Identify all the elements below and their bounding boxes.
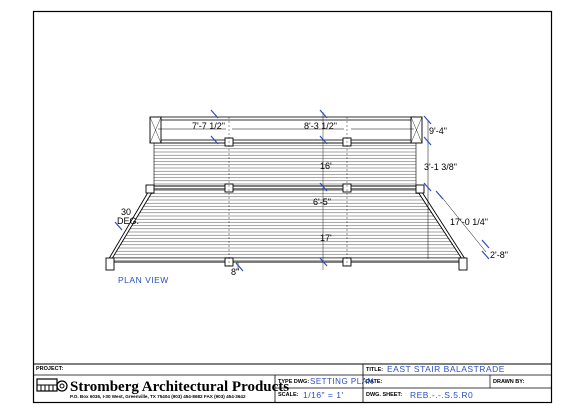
title-label: TITLE:: [366, 367, 383, 373]
dim-post-width: 8": [231, 267, 239, 277]
dim-left-top-width: 7'-7 1/2": [192, 121, 225, 131]
diag-post-left: [145, 184, 155, 194]
dim-right-end: 2'-8": [490, 250, 508, 260]
company-logo-icon: [36, 378, 68, 392]
project-label: PROJECT:: [36, 366, 63, 372]
dim-mid-top-width: 8'-3 1/2": [304, 121, 337, 131]
upper-hatched-bay: [153, 142, 417, 187]
drawn-by-label: DRAWN BY:: [493, 379, 525, 385]
date-label: DATE:: [366, 379, 383, 385]
dim-angle-value: 30: [121, 207, 131, 217]
scale-value: 1/16" = 1': [303, 390, 344, 400]
balustrade-plan: [105, 112, 468, 271]
title-value: EAST STAIR BALASTRADE: [387, 364, 505, 374]
corner-post-left: [105, 257, 115, 271]
plan-view-label: PLAN VIEW: [118, 275, 169, 285]
dim-right-diagonal: 17'-0 1/4": [450, 217, 488, 227]
lower-hatched-bay: [109, 188, 465, 263]
title-block: [33, 363, 552, 403]
dimension-lines: [158, 120, 487, 270]
post-3: [224, 183, 234, 193]
diag-post-right: [415, 184, 425, 194]
scale-label: SCALE:: [278, 392, 299, 398]
company-name: Stromberg Architectural Products: [70, 379, 289, 395]
upper-rail-bottom: [153, 139, 417, 144]
company-address: P.O. Box 6036, I-30 West, Greenville, TX…: [70, 394, 246, 399]
post-4: [342, 183, 352, 193]
type-dwg-label: TYPE DWG:: [278, 379, 309, 385]
dim-center-lower-length: 17': [320, 233, 332, 243]
sheet-border: [32, 10, 553, 404]
dim-right-top-width: 9'-4": [429, 126, 447, 136]
dim-center-lower-depth: 6'-5": [313, 197, 331, 207]
dim-center-upper-length: 16': [320, 161, 332, 171]
corner-post-right: [458, 257, 468, 271]
upper-rail-top: [153, 116, 417, 121]
dim-angle-unit: DEG.: [117, 216, 139, 226]
dwg-sheet-label: DWG. SHEET:: [366, 392, 402, 398]
dimension-ticks: [114, 109, 490, 272]
dim-right-upper-depth: 3'-1 3/8": [424, 162, 457, 172]
type-dwg-value: SETTING PLAN: [310, 377, 374, 386]
dwg-sheet-value: REB.-.-.S.5.R0: [410, 390, 473, 400]
